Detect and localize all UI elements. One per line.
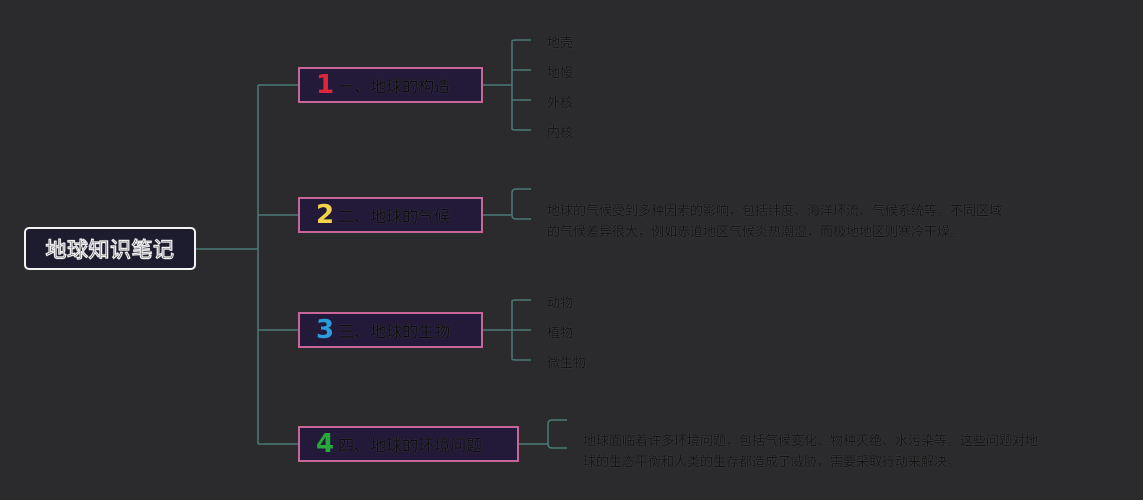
connector-b1-leaf-4	[511, 128, 531, 131]
leaf-node[interactable]: 植物	[547, 326, 574, 341]
branch-number-4: 4	[316, 429, 335, 459]
text-line: 球的生态平衡和人类的生存都造成了威胁，需要采取行动来解决。	[583, 455, 961, 470]
branch-number-3: 3	[316, 315, 335, 345]
connector-b4-bracket	[547, 419, 567, 449]
connector-b2-bracket	[511, 188, 531, 220]
branch-2-text[interactable]: 地球的气候受到多种因素的影响，包括纬度、海洋环流、气候系统等。不同区域 的气候差…	[547, 201, 1047, 243]
connector-b1-leaf-1	[511, 39, 531, 42]
branch-node-4[interactable]: 4 四、地球的环境问题	[298, 426, 519, 462]
branch-node-1[interactable]: 1 一、地球的构造	[298, 67, 483, 103]
leaf-node[interactable]: 地幔	[547, 66, 574, 81]
branch-number-2: 2	[316, 200, 335, 230]
leaf-node[interactable]: 动物	[547, 296, 574, 311]
branch-label-4: 四、地球的环境问题	[338, 436, 483, 455]
branch-number-1: 1	[316, 70, 335, 100]
text-line: 地球的气候受到多种因素的影响，包括纬度、海洋环流、气候系统等。不同区域	[547, 204, 1003, 219]
leaf-node[interactable]: 内核	[547, 126, 574, 141]
branch-node-3[interactable]: 3 三、地球的生物	[298, 312, 483, 348]
branch-label-3: 三、地球的生物	[338, 322, 451, 341]
leaf-node[interactable]: 地壳	[547, 36, 574, 51]
connector-b3-leaf-3	[511, 358, 531, 361]
connector-b3-leaf-1	[511, 299, 531, 302]
text-line: 地球面临着许多环境问题，包括气候变化、物种灭绝、水污染等。这些问题对地	[583, 434, 1039, 449]
text-line: 的气候差异很大，例如赤道地区气候炎热潮湿，而极地地区则寒冷干燥。	[547, 225, 964, 240]
branch-node-2[interactable]: 2 二、地球的气候	[298, 197, 483, 233]
branch-label-1: 一、地球的构造	[338, 77, 451, 96]
branch-4-text[interactable]: 地球面临着许多环境问题，包括气候变化、物种灭绝、水污染等。这些问题对地 球的生态…	[583, 431, 1083, 473]
root-node[interactable]: 地球知识笔记	[24, 227, 196, 270]
branch-label-2: 二、地球的气候	[338, 207, 451, 226]
leaf-node[interactable]: 外核	[547, 96, 574, 111]
leaf-node[interactable]: 微生物	[547, 356, 587, 371]
